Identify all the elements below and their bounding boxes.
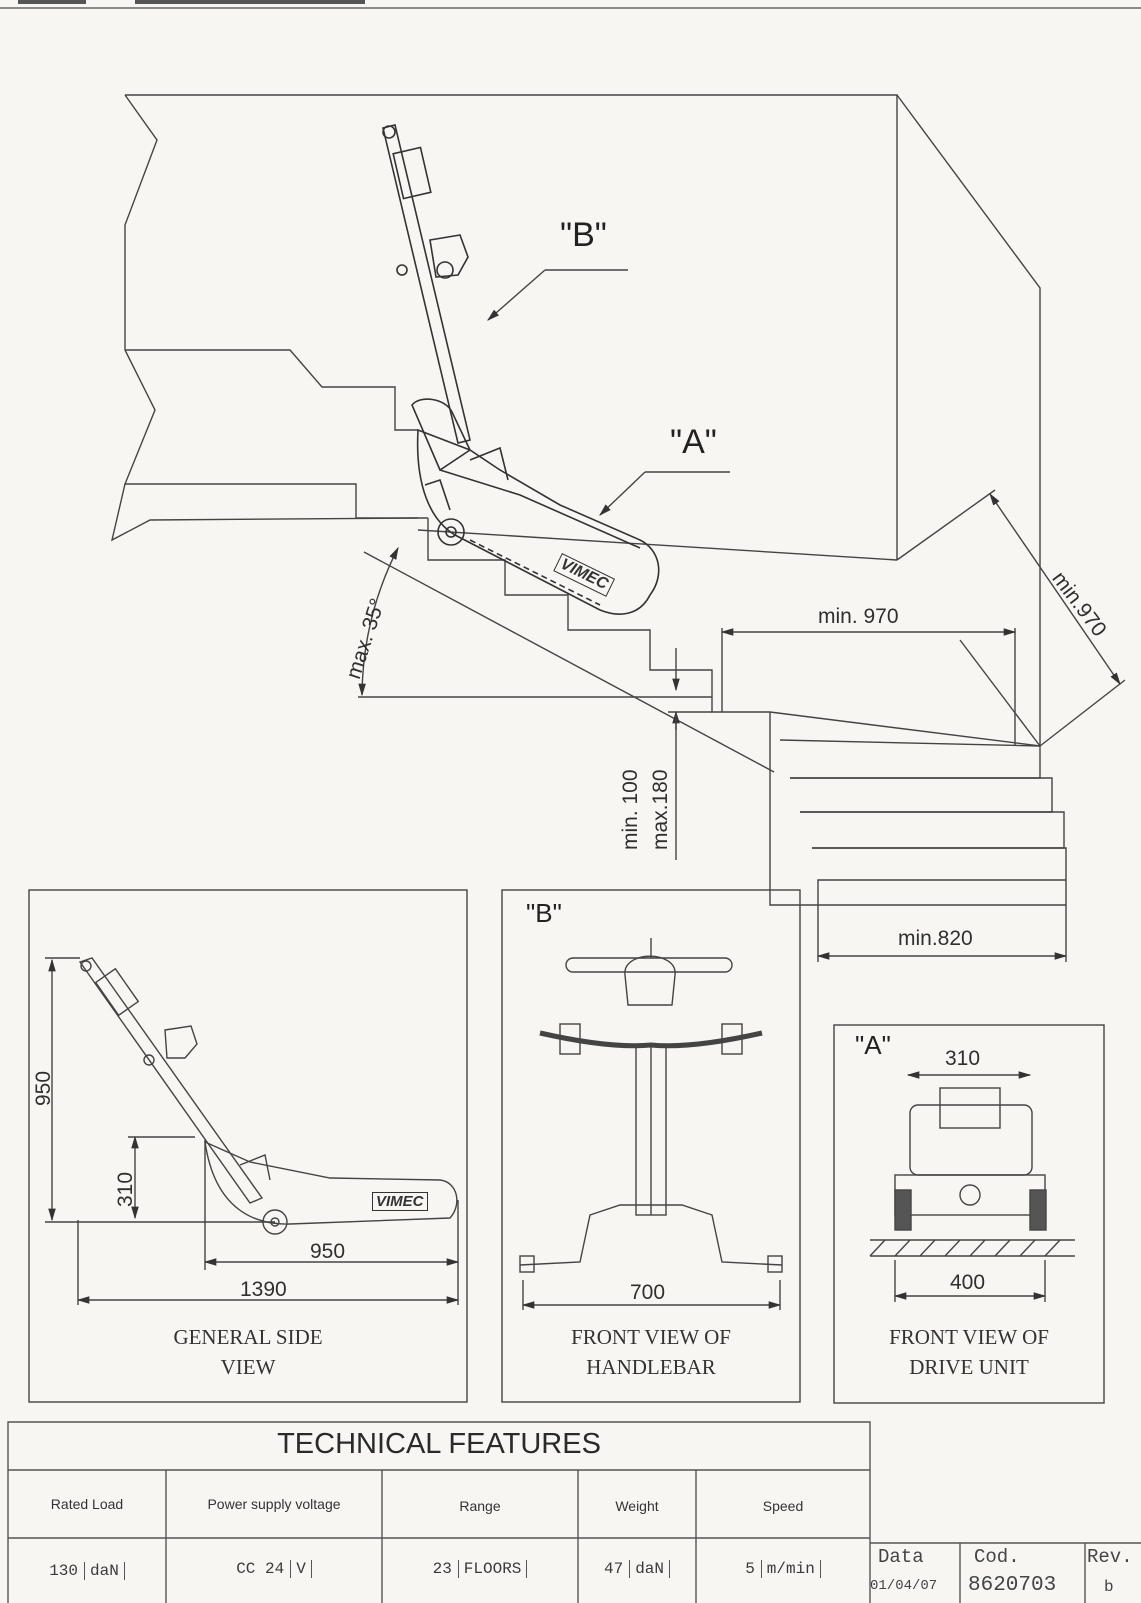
callout-a-panel: "A" xyxy=(855,1030,891,1060)
caption-handlebar-view: FRONT VIEW OF HANDLEBAR xyxy=(502,1322,800,1382)
brand-plate-side: VIMEC xyxy=(372,1192,428,1211)
panel-side-view xyxy=(28,889,468,1403)
speed-value: 5 xyxy=(745,1560,755,1578)
dim-min-820: min.820 xyxy=(898,927,973,950)
stairway-main-view xyxy=(110,94,1126,962)
dim-min-100: min. 100 xyxy=(619,769,642,850)
dim-drive-310: 310 xyxy=(945,1047,981,1070)
power-supply-value: CC 24 xyxy=(236,1560,285,1578)
weight-value: 47 xyxy=(603,1560,624,1578)
callout-b-main: "B" xyxy=(560,216,607,254)
dim-drive-400: 400 xyxy=(950,1271,986,1294)
callout-a-main: "A" xyxy=(670,423,717,461)
value-power-supply: CC 24 V xyxy=(166,1560,382,1578)
dim-max-180: max.180 xyxy=(649,769,672,850)
rev-value: b xyxy=(1104,1578,1114,1596)
caption-side-view: GENERAL SIDE VIEW xyxy=(29,1322,467,1382)
caption-side-line1: GENERAL SIDE xyxy=(173,1325,323,1349)
caption-drive-view: FRONT VIEW OF DRIVE UNIT xyxy=(834,1322,1104,1382)
sheet-frame xyxy=(0,0,1141,9)
cod-value: 8620703 xyxy=(968,1574,1057,1597)
rated-load-value: 130 xyxy=(49,1562,78,1580)
caption-side-line2: VIEW xyxy=(220,1355,276,1379)
features-table-grid xyxy=(7,1421,1141,1603)
cod-label: Cod. xyxy=(974,1546,1020,1568)
header-power-supply: Power supply voltage xyxy=(207,1496,341,1512)
caption-handlebar-line2: HANDLEBAR xyxy=(586,1355,716,1379)
header-rated-load: Rated Load xyxy=(50,1496,124,1512)
dim-side-950-horizontal: 950 xyxy=(310,1240,346,1263)
value-rated-load: 130 daN xyxy=(8,1562,166,1580)
value-weight: 47 daN xyxy=(578,1560,696,1578)
header-weight: Weight xyxy=(615,1498,659,1514)
dim-min-970-horizontal: min. 970 xyxy=(818,605,899,628)
data-value: 01/04/07 xyxy=(870,1578,938,1594)
value-range: 23 FLOORS xyxy=(382,1560,578,1578)
panel-drive-view xyxy=(833,1024,1105,1404)
callout-b-panel: "B" xyxy=(526,898,562,928)
weight-unit: daN xyxy=(629,1560,670,1578)
header-speed: Speed xyxy=(762,1498,804,1514)
dim-side-310: 310 xyxy=(114,1171,137,1207)
header-range: Range xyxy=(459,1498,501,1514)
dim-handlebar-700: 700 xyxy=(630,1281,666,1304)
range-value: 23 xyxy=(432,1560,452,1578)
rev-label: Rev. xyxy=(1087,1546,1133,1568)
caption-drive-line1: FRONT VIEW OF xyxy=(889,1325,1049,1349)
speed-unit: m/min xyxy=(760,1560,821,1578)
dim-side-950-vertical: 950 xyxy=(32,1070,55,1106)
rated-load-unit: daN xyxy=(84,1562,125,1580)
caption-drive-line2: DRIVE UNIT xyxy=(909,1355,1029,1379)
dim-side-1390: 1390 xyxy=(240,1278,287,1301)
stairclimber-main xyxy=(382,124,660,615)
panel-handlebar-view xyxy=(501,889,801,1403)
range-unit: FLOORS xyxy=(457,1560,528,1578)
technical-features-title: TECHNICAL FEATURES xyxy=(277,1428,601,1460)
value-speed: 5 m/min xyxy=(696,1560,870,1578)
power-supply-unit: V xyxy=(290,1560,312,1578)
data-label: Data xyxy=(878,1546,924,1568)
caption-handlebar-line1: FRONT VIEW OF xyxy=(571,1325,731,1349)
